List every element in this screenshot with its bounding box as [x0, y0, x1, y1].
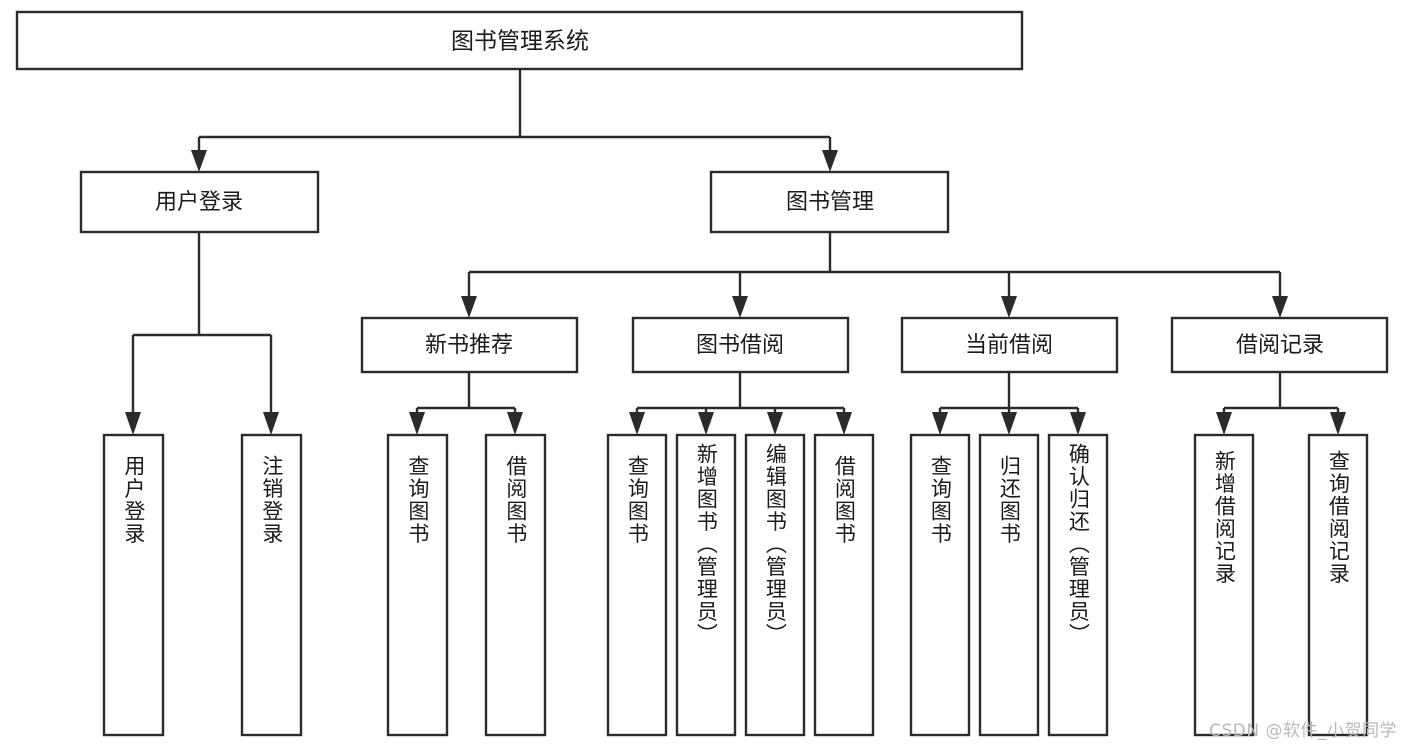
arrow-head-leaf-nbr-2: [507, 412, 523, 435]
arrow-head-leaf-user-login-1: [125, 412, 141, 435]
node-current-borrow-box[interactable]: [900, 316, 1119, 374]
leaf-box-bb-4[interactable]: [813, 433, 875, 737]
csdn-watermark: CSDN @软件_小贺同学: [1209, 721, 1397, 741]
node-book-manage-label: 图书管理: [786, 190, 874, 215]
node-book-borrow-label: 图书借阅: [696, 333, 784, 358]
arrow-head-user-login: [191, 150, 207, 172]
arrow-head-leaf-br-1: [1216, 412, 1232, 435]
connector-group-current-borrow: [932, 372, 1086, 435]
connector-group-new-book-recommend: [409, 372, 523, 435]
arrow-head-leaf-cb-3: [1070, 412, 1086, 435]
leaf-box-cb-1[interactable]: [909, 433, 971, 737]
node-user-login-label: 用户登录: [155, 190, 243, 215]
leaf-box-bb-3[interactable]: [744, 433, 806, 737]
connector-group-book-borrow: [629, 372, 852, 435]
leaf-box-user-login-2[interactable]: [240, 433, 303, 737]
node-root-label: 图书管理系统: [451, 29, 589, 55]
arrow-head-book-borrow: [732, 296, 748, 318]
node-new-book-recommend-box[interactable]: [360, 316, 579, 374]
node-book-manage-box[interactable]: [709, 170, 950, 234]
arrow-head-borrow-record: [1272, 296, 1288, 318]
node-root-box[interactable]: [15, 10, 1024, 71]
node-user-login-box[interactable]: [79, 170, 320, 234]
node-borrow-record-label: 借阅记录: [1236, 333, 1324, 358]
connector-group-borrow-record: [1216, 372, 1346, 435]
leaf-box-cb-2[interactable]: [978, 433, 1040, 737]
arrow-head-leaf-nbr-1: [409, 412, 425, 435]
arrow-head-leaf-br-2: [1330, 412, 1346, 435]
connector-group-user-login: [125, 232, 279, 435]
arrow-head-current-borrow: [1001, 296, 1017, 318]
node-book-borrow-box[interactable]: [631, 316, 850, 374]
leaf-box-nbr-2[interactable]: [484, 433, 547, 737]
leaf-box-br-1[interactable]: [1193, 433, 1255, 737]
arrow-head-leaf-cb-2: [1001, 412, 1017, 435]
arrow-head-leaf-bb-3: [767, 412, 783, 435]
connector-group-root: [191, 69, 838, 172]
node-current-borrow-label: 当前借阅: [965, 333, 1053, 358]
connector-group-book-manage: [461, 232, 1288, 318]
arrow-head-book-manage: [822, 150, 838, 172]
arrow-head-leaf-user-login-2: [263, 412, 279, 435]
arrow-head-leaf-bb-4: [836, 412, 852, 435]
arrow-head-leaf-bb-1: [629, 412, 645, 435]
leaf-box-user-login-1[interactable]: [102, 433, 165, 737]
arrow-head-leaf-bb-2: [698, 412, 714, 435]
arrow-head-new-book-recommend: [461, 296, 477, 318]
leaf-box-nbr-1[interactable]: [386, 433, 449, 737]
node-new-book-recommend-label: 新书推荐: [425, 333, 513, 358]
leaf-box-bb-1[interactable]: [606, 433, 668, 737]
node-borrow-record-box[interactable]: [1170, 316, 1389, 374]
leaf-box-cb-3[interactable]: [1047, 433, 1109, 737]
leaf-box-bb-2[interactable]: [675, 433, 737, 737]
leaf-box-br-2[interactable]: [1307, 433, 1369, 737]
arrow-head-leaf-cb-1: [932, 412, 948, 435]
